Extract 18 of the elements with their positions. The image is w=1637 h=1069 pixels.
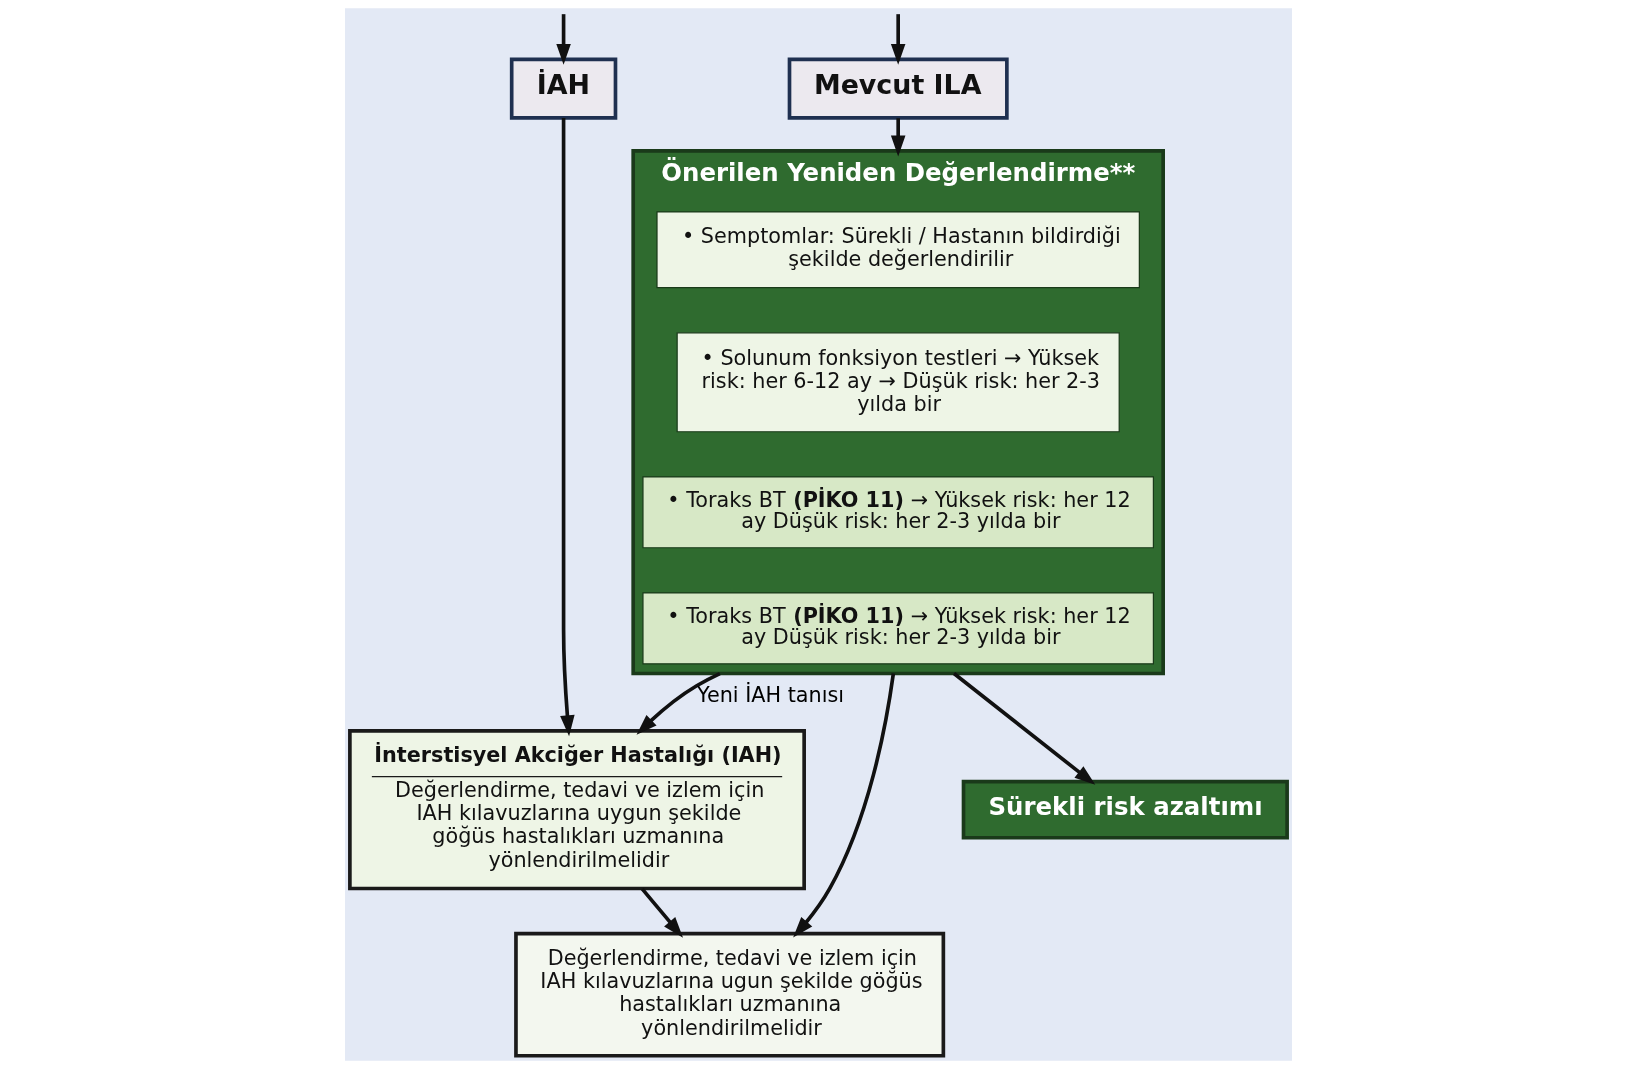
node-box: Değerlendirme, tedavi ve izlem için IAH kılavuzlarına ugun şekilde göğüs hastalıkları uzmanına yönlendirilmelidir [514,931,946,1058]
arrow [556,14,571,65]
node-box: • Semptomlar: Sürekli / Hastanın bildirdiği şekilde değerlendirilir [656,211,1140,289]
node-box: Sürekli risk azaltımı [961,779,1289,840]
edge-label: Yeni İAH tanısı [697,683,845,708]
arrow [890,118,906,157]
node-box: • Toraks BT (PİKO 11) → Yüksek risk: her 12 ay Düşük risk: her 2-3 yılda bir [642,476,1154,549]
arrow [636,671,721,735]
arrow [793,673,896,938]
node-box: • Solunum fonksiyon testleri → Yüksek risk: her 6-12 ay → Düşük risk: her 2-3 yılda bir [676,332,1120,433]
arrow [640,887,683,938]
arrow [890,14,906,65]
node-box: • Toraks BT (PİKO 11) → Yüksek risk: her 12 ay Düşük risk: her 2-3 yılda bir [642,592,1154,665]
node-box: Mevcut ILA [787,57,1009,120]
node-box: İnterstisyel Akciğer Hastalığı (IAH) Değerlendirme, tedavi ve izlem için IAH kılavuzlarına uygun şekilde göğüs hastalıkları uzmanına yönlendirilmelidir [348,729,806,891]
arrow [560,117,575,737]
arrow [952,672,1096,785]
node-box: İAH [509,57,618,120]
